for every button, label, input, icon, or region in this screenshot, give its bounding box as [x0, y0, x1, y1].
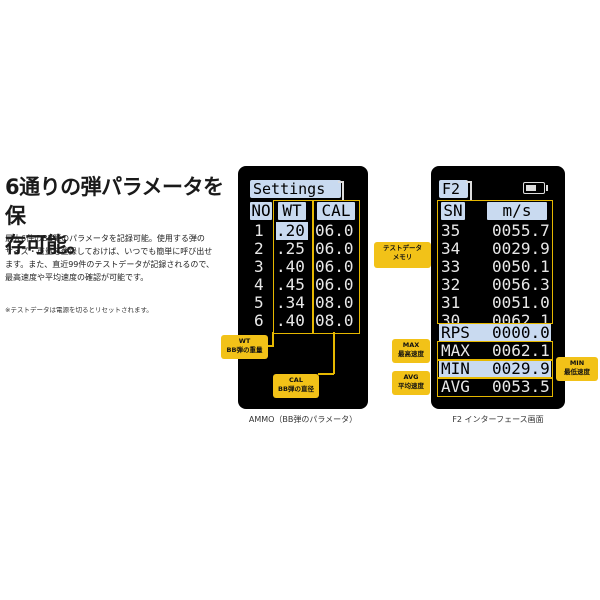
title-tab-bracket — [338, 181, 344, 200]
velocity-value: 0051.0 — [492, 293, 550, 312]
ammo-cal: 08.0 — [315, 293, 354, 312]
ammo-row[interactable]: 5 .34 08.0 — [238, 294, 368, 312]
serial-number: 35 — [441, 221, 461, 240]
avg-callout-desc: 平均速度 — [398, 382, 424, 390]
f2-caption: F2 インターフェース画面 — [452, 415, 544, 424]
stat-row-max[interactable]: MAX 0062.1 — [431, 342, 565, 360]
stat-value: 0029.9 — [492, 359, 550, 378]
min-callout-title: MIN — [569, 359, 585, 367]
ammo-lcd-screen: Settings NO WT CAL 1 .20 06.0 2 .25 06.0… — [238, 166, 368, 409]
serial-number: 33 — [441, 257, 461, 276]
avg-callout: AVG 平均速度 — [392, 371, 430, 395]
settings-title: Settings — [250, 180, 341, 198]
wt-leader-line — [267, 345, 274, 347]
ammo-wt: .40 — [276, 311, 305, 330]
ammo-no: 5 — [254, 293, 264, 312]
ammo-wt: .20 — [276, 222, 308, 240]
wt-callout: WT BB弾の重量 — [221, 335, 268, 359]
ammo-no: 2 — [254, 239, 264, 258]
cal-callout: CAL BB弾の直径 — [273, 374, 319, 398]
f2-header-row: SN m/s — [431, 202, 565, 220]
ammo-cal: 08.0 — [315, 311, 354, 330]
memory-callout: テストデータ メモリ — [374, 242, 431, 268]
desc-line-4: 最高速度や平均速度の確認が可能です。 — [5, 273, 149, 282]
desc-line-1: 最大6件のBB弾のパラメータを記録可能。使用する弾の — [5, 234, 205, 243]
f2-data-row[interactable]: 33 0050.1 — [431, 258, 565, 276]
ammo-cal: 06.0 — [315, 239, 354, 258]
heading-line-2: 存可能。 — [5, 233, 88, 257]
min-callout-desc: 最低速度 — [564, 368, 590, 376]
serial-number: 31 — [441, 293, 461, 312]
velocity-value: 0056.3 — [492, 275, 550, 294]
heading-line-1: 6通りの弾パラメータを保 — [5, 175, 224, 228]
f2-data-row[interactable]: 34 0029.9 — [431, 240, 565, 258]
cal-leader-line — [318, 373, 334, 375]
serial-number: 32 — [441, 275, 461, 294]
stat-row-rps[interactable]: RPS 0000.0 — [439, 324, 551, 342]
desc-line-2: サイズ・重量を登録しておけば、いつでも簡単に呼び出せ — [5, 247, 213, 256]
stat-label: MAX — [441, 341, 470, 360]
max-callout: MAX 最高速度 — [392, 339, 430, 363]
memory-callout-desc: メモリ — [392, 253, 413, 261]
ammo-row[interactable]: 1 .20 06.0 — [238, 222, 368, 240]
ammo-row[interactable]: 3 .40 06.0 — [238, 258, 368, 276]
footnote: ※テストデータは電源を切るとリセットされます。 — [5, 306, 153, 314]
velocity-value: 0050.1 — [492, 257, 550, 276]
ammo-row[interactable]: 2 .25 06.0 — [238, 240, 368, 258]
stat-row-avg[interactable]: AVG 0053.5 — [431, 378, 565, 396]
wt-callout-title: WT — [238, 337, 251, 345]
f2-data-row[interactable]: 32 0056.3 — [431, 276, 565, 294]
f2-title: F2 — [439, 180, 468, 198]
cal-callout-title: CAL — [289, 376, 303, 384]
ammo-wt: .45 — [276, 275, 305, 294]
ammo-wt: .40 — [276, 257, 305, 276]
ammo-row[interactable]: 4 .45 06.0 — [238, 276, 368, 294]
max-callout-title: MAX — [402, 341, 420, 349]
velocity-value: 0029.9 — [492, 239, 550, 258]
feature-heading: 6通りの弾パラメータを保 存可能。 — [5, 173, 235, 260]
wt-callout-desc: BB弾の重量 — [226, 346, 263, 354]
header-wt: WT — [278, 202, 306, 220]
f2-data-row[interactable]: 31 0051.0 — [431, 294, 565, 312]
ammo-wt: .25 — [276, 239, 305, 258]
feature-description: 最大6件のBB弾のパラメータを記録可能。使用する弾の サイズ・重量を登録しておけ… — [5, 232, 237, 284]
ammo-no: 6 — [254, 311, 264, 330]
cal-callout-desc: BB弾の直径 — [278, 385, 314, 393]
stat-value: 0062.1 — [492, 341, 550, 360]
stat-label: RPS — [441, 323, 470, 342]
header-sn: SN — [441, 202, 465, 220]
battery-icon — [523, 182, 548, 194]
wt-leader-line — [272, 332, 274, 346]
ammo-no: 3 — [254, 257, 264, 276]
stat-value: 0053.5 — [492, 377, 550, 396]
f2-lcd-screen: F2 SN m/s 35 0055.7 34 0029.9 33 0050.1 … — [431, 166, 565, 409]
f2-data-row[interactable]: 35 0055.7 — [431, 222, 565, 240]
stat-row-min[interactable]: MIN 0029.9 — [439, 360, 551, 378]
header-unit: m/s — [487, 202, 547, 220]
max-callout-desc: 最高速度 — [398, 350, 424, 358]
desc-line-3: ます。また、直近99件のテストデータが記録されるので、 — [5, 260, 215, 269]
serial-number: 34 — [441, 239, 461, 258]
stat-label: AVG — [441, 377, 470, 396]
stat-label: MIN — [441, 359, 470, 378]
header-no: NO — [250, 201, 272, 220]
title-tab-bracket — [466, 181, 472, 200]
ammo-caption: AMMO（BB弾のパラメータ） — [248, 415, 358, 424]
header-cal: CAL — [317, 202, 355, 220]
ammo-wt: .34 — [276, 293, 305, 312]
memory-callout-title: テストデータ — [383, 244, 422, 252]
ammo-no: 1 — [254, 221, 264, 240]
avg-callout-title: AVG — [403, 373, 419, 381]
ammo-cal: 06.0 — [315, 275, 354, 294]
stat-value: 0000.0 — [492, 323, 550, 342]
cal-leader-line — [333, 332, 335, 374]
ammo-cal: 06.0 — [315, 257, 354, 276]
min-callout: MIN 最低速度 — [556, 357, 598, 381]
ammo-no: 4 — [254, 275, 264, 294]
ammo-row[interactable]: 6 .40 08.0 — [238, 312, 368, 330]
velocity-value: 0055.7 — [492, 221, 550, 240]
ammo-header-row: NO WT CAL — [238, 202, 368, 220]
ammo-cal: 06.0 — [315, 221, 354, 240]
